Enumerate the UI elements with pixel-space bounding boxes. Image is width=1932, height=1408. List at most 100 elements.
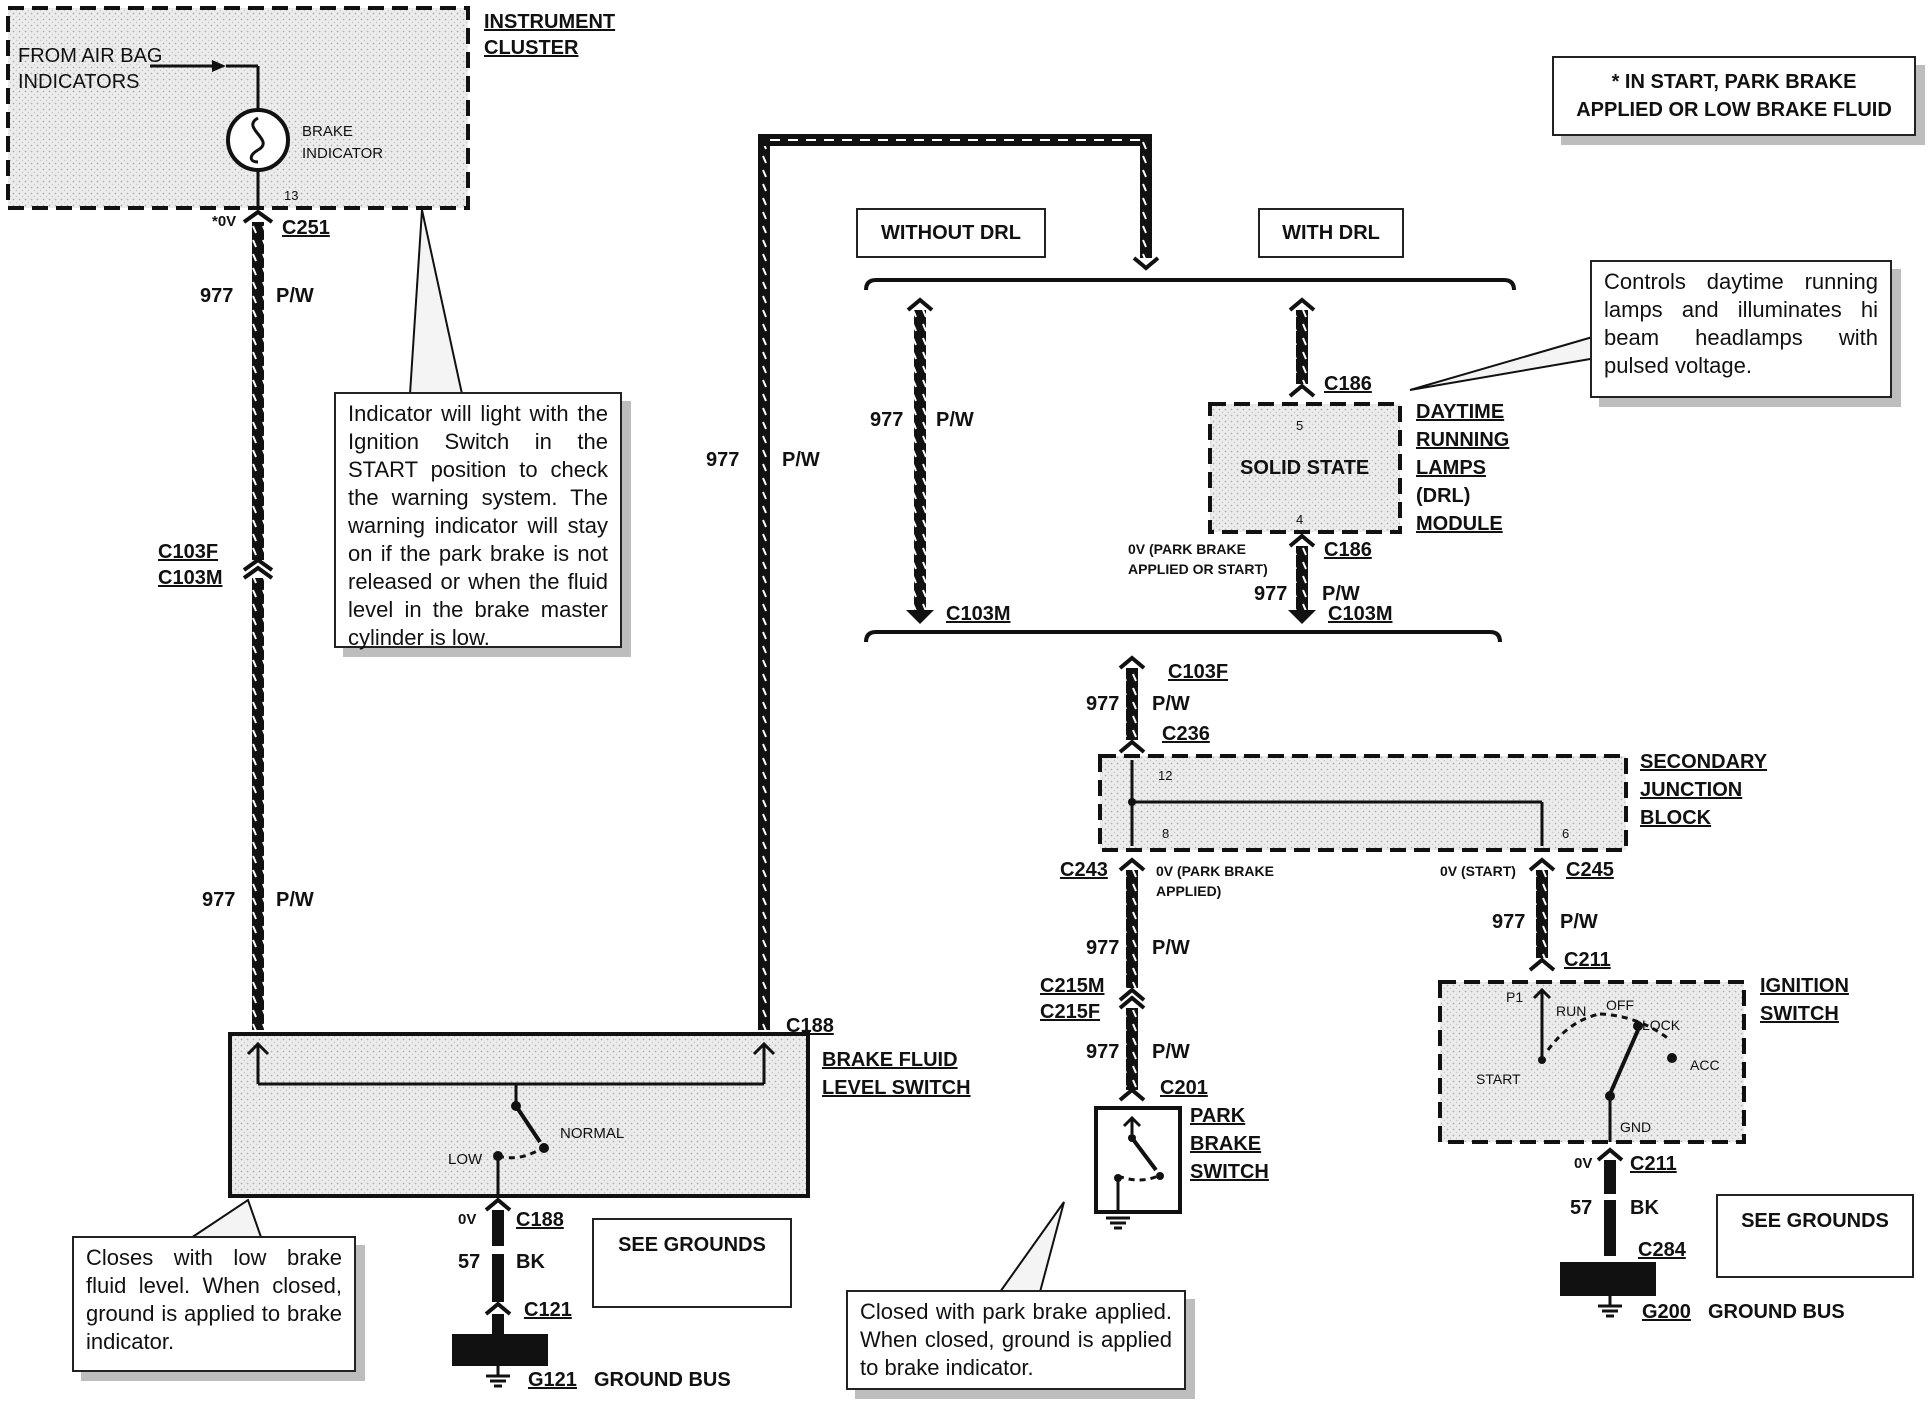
connector-c215f: C215F [1040, 1001, 1100, 1023]
connector-c188: C188 [786, 1015, 834, 1037]
voltage-0v: 0V [458, 1211, 476, 1228]
pin-8: 8 [1162, 826, 1169, 841]
connector-c103m: C103M [158, 567, 222, 589]
wire-bk-label: BK [516, 1251, 545, 1273]
secondary-junction-label-3: BLOCK [1640, 807, 1712, 829]
pin-4: 4 [1296, 512, 1303, 527]
voltage-park-applied: 0V (PARK BRAKE [1156, 863, 1274, 879]
drl-module-box [1208, 402, 1402, 534]
voltage-0v: 0V [1574, 1155, 1592, 1172]
park-brake-switch-label-2: BRAKE [1190, 1133, 1261, 1155]
wire-57-label: 57 [458, 1251, 480, 1273]
secondary-junction-label: SECONDARY [1640, 751, 1768, 773]
secondary-junction-label-2: JUNCTION [1640, 779, 1742, 801]
drl-module-label-4: (DRL) [1416, 485, 1470, 507]
ground-g200: G200 [1642, 1301, 1691, 1323]
connector-c245: C245 [1566, 859, 1614, 881]
ignition-switch-label: IGNITION [1760, 975, 1849, 997]
wire-977-label: 977 [870, 409, 903, 431]
wire-pw-label: P/W [1322, 583, 1360, 605]
start-note-box: * IN START, PARK BRAKE APPLIED OR LOW BR… [1552, 56, 1916, 136]
arrow-icon [906, 610, 934, 624]
wire-pw-label: P/W [1152, 693, 1190, 715]
start-label: START [1476, 1071, 1521, 1087]
voltage-start: 0V (START) [1440, 863, 1516, 879]
see-grounds-label: SEE GROUNDS [1741, 1210, 1889, 1232]
connector-c211: C211 [1564, 949, 1611, 971]
wire-pw-label: P/W [1152, 937, 1190, 959]
pin-13: 13 [284, 188, 298, 203]
fluid-note-text: Closes with low brake fluid level. When … [86, 1245, 342, 1354]
p1-label: P1 [1506, 989, 1523, 1005]
acc-label: ACC [1690, 1057, 1720, 1073]
ground-bus-label: GROUND BUS [594, 1369, 731, 1391]
wire-bk-label: BK [1630, 1197, 1659, 1219]
pin-6: 6 [1562, 826, 1569, 841]
solid-state-label: SOLID STATE [1240, 457, 1369, 479]
ground-g121: G121 [528, 1369, 577, 1391]
wire-pw-label: P/W [936, 409, 974, 431]
ignition-switch-label-2: SWITCH [1760, 1003, 1839, 1025]
connector-c186: C186 [1324, 539, 1372, 561]
drl-module-label-3: LAMPS [1416, 457, 1486, 479]
normal-label: NORMAL [560, 1125, 624, 1142]
see-grounds-box-2: SEE GROUNDS [1716, 1194, 1914, 1278]
brake-fluid-level-switch: NORMAL LOW C188 BRAKE FLUID LEVEL SWITCH [228, 1015, 971, 1198]
ignition-circuit: 0V (START) C245 977 P/W C211 P1 RUN OFF … [1438, 857, 1849, 1323]
drl-note: Controls daytime running lamps and illum… [1590, 260, 1892, 398]
wire-977-label: 977 [1086, 693, 1119, 715]
connector-c243: C243 [1060, 859, 1108, 881]
wire-57-label: 57 [1570, 1197, 1592, 1219]
with-drl-label: WITH DRL [1282, 221, 1380, 244]
brake-indicator-label: BRAKE [302, 123, 353, 140]
ignition-switch-box [1438, 980, 1746, 1144]
connector-c201: C201 [1160, 1077, 1208, 1099]
instrument-cluster: INSTRUMENT CLUSTER FROM AIR BAG INDICATO… [6, 6, 615, 210]
drl-module-label-5: MODULE [1416, 513, 1503, 535]
without-drl-label: WITHOUT DRL [881, 221, 1021, 244]
voltage-park-start: 0V (PARK BRAKE [1128, 541, 1246, 557]
indicator-note: Indicator will light with the Ignition S… [334, 392, 622, 650]
brake-fluid-switch-label-2: LEVEL SWITCH [822, 1077, 971, 1099]
run-label: RUN [1556, 1003, 1586, 1019]
connector-c103m: C103M [1328, 603, 1392, 625]
ground-g121-circuit: 0V C188 57 BK C121 G121 GROUND BUS [452, 1197, 731, 1391]
wire-to-junction: C103F 977 P/W C236 [1086, 655, 1228, 754]
fluid-note: Closes with low brake fluid level. When … [72, 1236, 356, 1372]
gnd-label: GND [1620, 1119, 1651, 1135]
park-note: Closed with park brake applied. When clo… [846, 1290, 1186, 1390]
instrument-cluster-label-2: CLUSTER [484, 37, 579, 59]
wire-977-label: 977 [200, 285, 233, 307]
wire-pw-label: P/W [276, 285, 314, 307]
wire-pw-label: P/W [276, 889, 314, 911]
wire-977-label: 977 [1086, 1041, 1119, 1063]
connector-c103f: C103F [158, 541, 218, 563]
wire-pw-label: P/W [782, 449, 820, 471]
connector-c188: C188 [516, 1209, 564, 1231]
drl-note-text: Controls daytime running lamps and illum… [1604, 269, 1878, 378]
wire-977-label: 977 [202, 889, 235, 911]
connector-c284: C284 [1638, 1239, 1687, 1261]
voltage-star-0v: *0V [212, 213, 236, 230]
indicator-note-text: Indicator will light with the Ignition S… [348, 401, 608, 650]
wire-977-label: 977 [1254, 583, 1287, 605]
drl-module-label-2: RUNNING [1416, 429, 1509, 451]
connector-c103f: C103F [1168, 661, 1228, 683]
wire-pw-label: P/W [1152, 1041, 1190, 1063]
park-note-text: Closed with park brake applied. When clo… [860, 1299, 1172, 1380]
park-brake-switch-label: PARK [1190, 1105, 1246, 1127]
park-brake-switch-label-3: SWITCH [1190, 1161, 1269, 1183]
connector-c215m: C215M [1040, 975, 1104, 997]
wire-pw-label: P/W [1560, 911, 1598, 933]
wire-977-label: 977 [706, 449, 739, 471]
drl-section: 977 P/W C103M C186 5 SOLID STATE 4 DAYTI… [864, 278, 1516, 643]
pin-5: 5 [1296, 418, 1303, 433]
connector-c103m: C103M [946, 603, 1010, 625]
wire-977-left: *0V C251 977 P/W C103F C103M 977 P/W [158, 209, 330, 1030]
connector-c236: C236 [1162, 723, 1210, 745]
connector-c186: C186 [1324, 373, 1372, 395]
ground-bus-label: GROUND BUS [1708, 1301, 1845, 1323]
wire-977-long: 977 P/W [706, 134, 1160, 1030]
low-label: LOW [448, 1151, 483, 1168]
